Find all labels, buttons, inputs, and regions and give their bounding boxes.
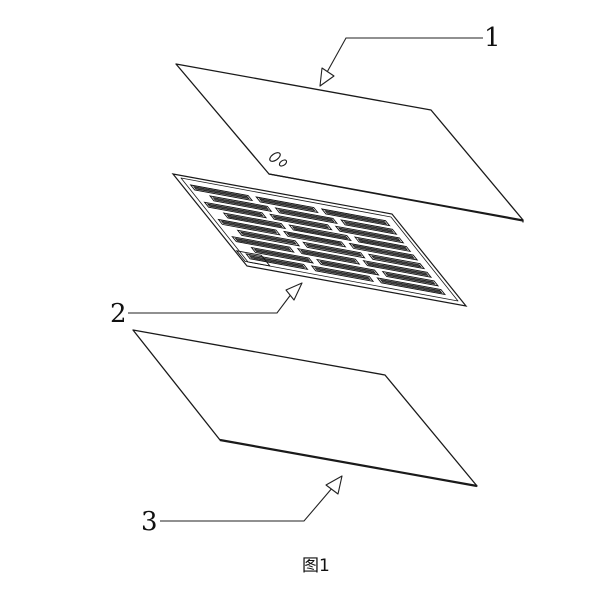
channel-bar	[234, 237, 292, 251]
channel-bar	[353, 236, 412, 253]
channel-bar	[357, 238, 408, 251]
channel-bar	[217, 218, 281, 236]
channel-bar	[212, 197, 270, 211]
channel-bar	[203, 201, 268, 219]
channel-bar	[291, 226, 349, 240]
channel-bar	[226, 214, 283, 228]
channel-bar	[324, 210, 388, 225]
figure-caption: 图1	[302, 556, 330, 576]
channel-bar	[319, 260, 377, 274]
channel-bar	[235, 250, 271, 267]
channel-bar	[340, 219, 398, 235]
channel-bar	[305, 243, 363, 257]
channel-bar	[320, 208, 391, 227]
channel-bar	[376, 277, 447, 296]
channel-bar	[365, 261, 429, 277]
callout-2: 2	[110, 282, 303, 329]
bottom-plate	[132, 329, 478, 488]
channel-bar	[288, 224, 352, 242]
channel-bar	[338, 227, 402, 242]
channel-bar	[310, 265, 375, 282]
channel-bar	[351, 244, 415, 259]
channel-bar	[208, 195, 273, 212]
channel-bar	[302, 241, 366, 259]
channel-bar	[348, 242, 419, 261]
channel-bar	[343, 221, 395, 234]
channel-bar	[283, 230, 347, 248]
channel-bar	[315, 258, 380, 276]
channel-pattern	[189, 184, 447, 296]
callout-label-3: 3	[141, 507, 158, 537]
channel-bar	[300, 249, 357, 263]
channel-bar	[286, 232, 344, 246]
channel-bar	[220, 220, 278, 234]
top-plate	[175, 63, 524, 223]
channel-bar	[314, 267, 371, 281]
channel-bar	[248, 255, 306, 269]
channel-bar	[274, 207, 338, 224]
callout-1: 1	[319, 23, 501, 87]
channel-bar	[236, 229, 301, 247]
channel-bar	[245, 253, 309, 270]
channel-bar	[206, 203, 264, 217]
plate-hole-mark	[269, 152, 288, 167]
channel-bar	[296, 248, 361, 265]
channel-bar	[239, 231, 297, 245]
callout-3: 3	[141, 475, 343, 537]
channel-bar	[222, 212, 287, 230]
channel-bar	[334, 225, 405, 244]
channel-bar	[189, 184, 254, 202]
channel-bar	[379, 279, 443, 294]
middle-patterned-plate	[171, 173, 468, 307]
callout-label-2: 2	[110, 299, 127, 329]
channel-bar	[371, 255, 422, 268]
channel-bar	[269, 213, 333, 231]
channel-bar	[367, 253, 426, 270]
channel-bar	[250, 246, 315, 264]
channel-bar	[231, 236, 295, 253]
channel-bar	[258, 198, 316, 212]
channel-bar	[253, 248, 311, 262]
channel-bar	[385, 272, 436, 285]
channel-bar	[381, 270, 440, 287]
channel-bar	[362, 260, 433, 278]
callout-label-1: 1	[484, 23, 501, 53]
channel-bar	[255, 196, 319, 214]
channel-bar	[277, 209, 335, 223]
channel-bar	[193, 186, 250, 200]
channel-bar	[272, 215, 330, 229]
